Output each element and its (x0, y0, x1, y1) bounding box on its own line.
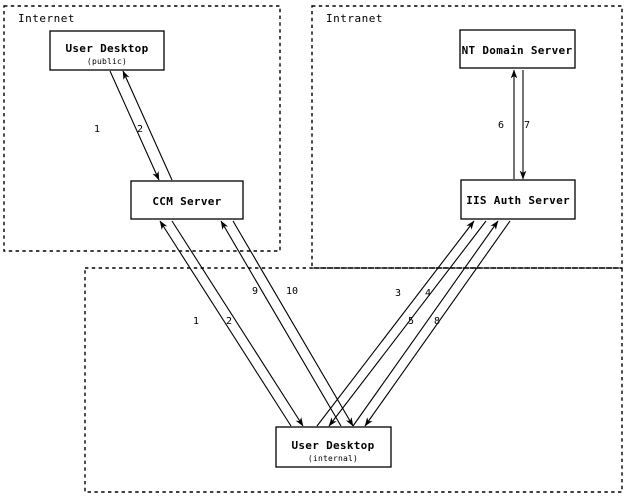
node-user-desktop-internal[interactable]: User Desktop (internal) (275, 426, 392, 468)
edge-label-6: 6 (498, 120, 504, 131)
edge-line-2b (171, 220, 304, 427)
node-title-user-desktop-internal: User Desktop (291, 439, 374, 452)
edge-label-4: 4 (425, 288, 431, 299)
edge-label-8: 8 (434, 316, 440, 327)
edge-line-10 (232, 220, 354, 427)
edge-group-6-7 (510, 69, 527, 180)
edge-label-3: 3 (395, 288, 401, 299)
edge-label-7: 7 (524, 120, 530, 131)
edge-group-5-8 (352, 220, 511, 427)
zone-box-internet (3, 5, 281, 252)
edge-label-10: 10 (286, 286, 298, 297)
edge-line-5 (352, 220, 499, 427)
edge-label-2: 2 (137, 124, 143, 135)
edge-line-9 (220, 220, 342, 427)
node-box-nt-domain-server[interactable] (459, 29, 576, 69)
edge-group-1-2-internal (159, 220, 304, 427)
edge-label-1: 1 (94, 124, 100, 135)
node-title-ccm-server: CCM Server (152, 195, 221, 208)
edge-label-5: 5 (408, 316, 414, 327)
zone-label-internet: Internet (18, 12, 75, 25)
edge-line-2 (122, 70, 173, 181)
node-user-desktop-public[interactable]: User Desktop (public) (49, 30, 165, 71)
node-iis-auth-server[interactable]: IIS Auth Server (460, 179, 576, 220)
edge-line-8 (364, 220, 511, 427)
edge-group-9-10 (220, 220, 354, 427)
edge-group-3-4 (316, 220, 487, 427)
edge-line-3 (316, 220, 475, 427)
node-box-ccm-server[interactable] (130, 180, 244, 220)
node-title-nt-domain-server: NT Domain Server (462, 44, 573, 57)
node-title-iis-auth-server: IIS Auth Server (466, 194, 570, 207)
node-box-user-desktop-internal[interactable] (275, 426, 392, 468)
edge-line-1 (109, 70, 160, 181)
zone-label-intranet: Intranet (326, 12, 383, 25)
edge-line-1b (159, 220, 292, 427)
node-subtitle-user-desktop-internal: (internal) (308, 454, 358, 463)
node-subtitle-user-desktop-public: (public) (87, 57, 127, 66)
node-ccm-server[interactable]: CCM Server (130, 180, 244, 220)
edge-line-4 (328, 220, 487, 427)
node-box-user-desktop-public[interactable] (49, 30, 165, 71)
node-nt-domain-server[interactable]: NT Domain Server (459, 29, 576, 69)
edge-label-2b: 2 (226, 316, 232, 327)
edge-label-1b: 1 (193, 316, 199, 327)
node-box-iis-auth-server[interactable] (460, 179, 576, 220)
zone-box-internal-network (84, 267, 623, 493)
edge-group-1-2-public (109, 70, 173, 181)
node-title-user-desktop-public: User Desktop (65, 42, 148, 55)
edge-label-9: 9 (252, 286, 258, 297)
